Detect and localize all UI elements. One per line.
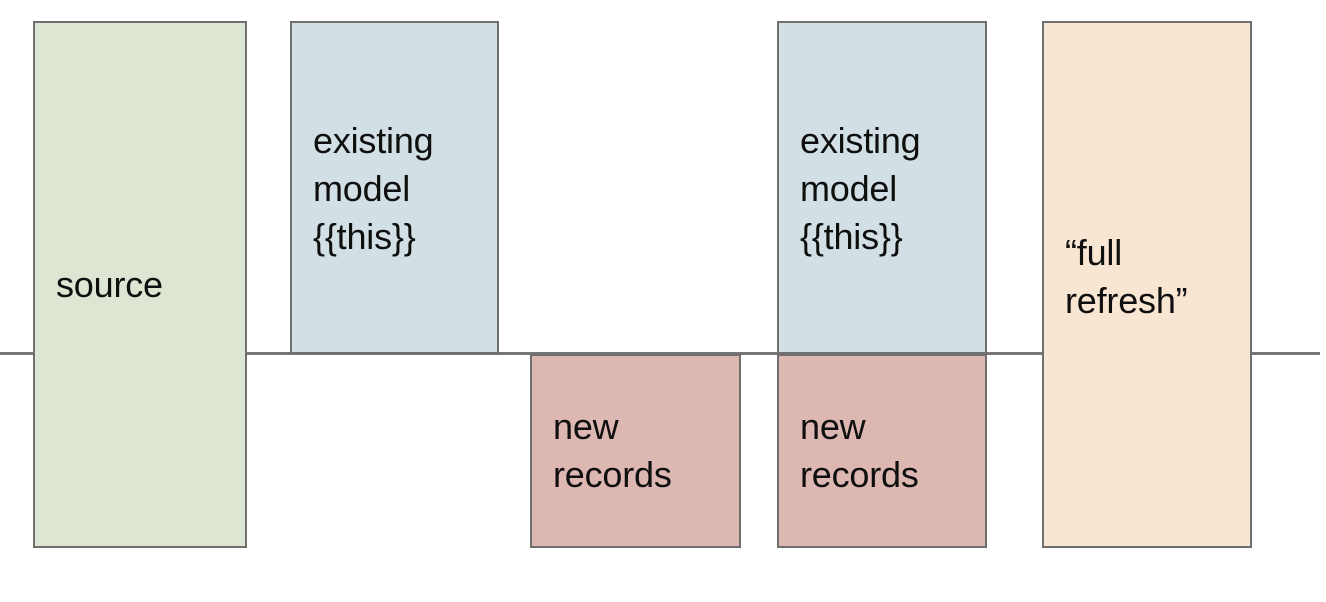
horizontal-divider-line: [0, 352, 1320, 355]
block-existing-model-2-label: existing model {{this}}: [800, 120, 921, 257]
block-source-label: source: [56, 263, 163, 305]
block-new-records-1[interactable]: new records: [530, 354, 741, 548]
block-full-refresh-label: “full refresh”: [1065, 232, 1188, 321]
block-existing-model-2[interactable]: existing model {{this}}: [777, 21, 987, 354]
block-new-records-2[interactable]: new records: [777, 354, 987, 548]
block-new-records-2-label: new records: [800, 406, 919, 495]
block-existing-model-1[interactable]: existing model {{this}}: [290, 21, 499, 354]
block-new-records-1-label: new records: [553, 406, 672, 495]
block-full-refresh[interactable]: “full refresh”: [1042, 21, 1252, 548]
block-source[interactable]: source: [33, 21, 247, 548]
block-existing-model-1-label: existing model {{this}}: [313, 120, 434, 257]
